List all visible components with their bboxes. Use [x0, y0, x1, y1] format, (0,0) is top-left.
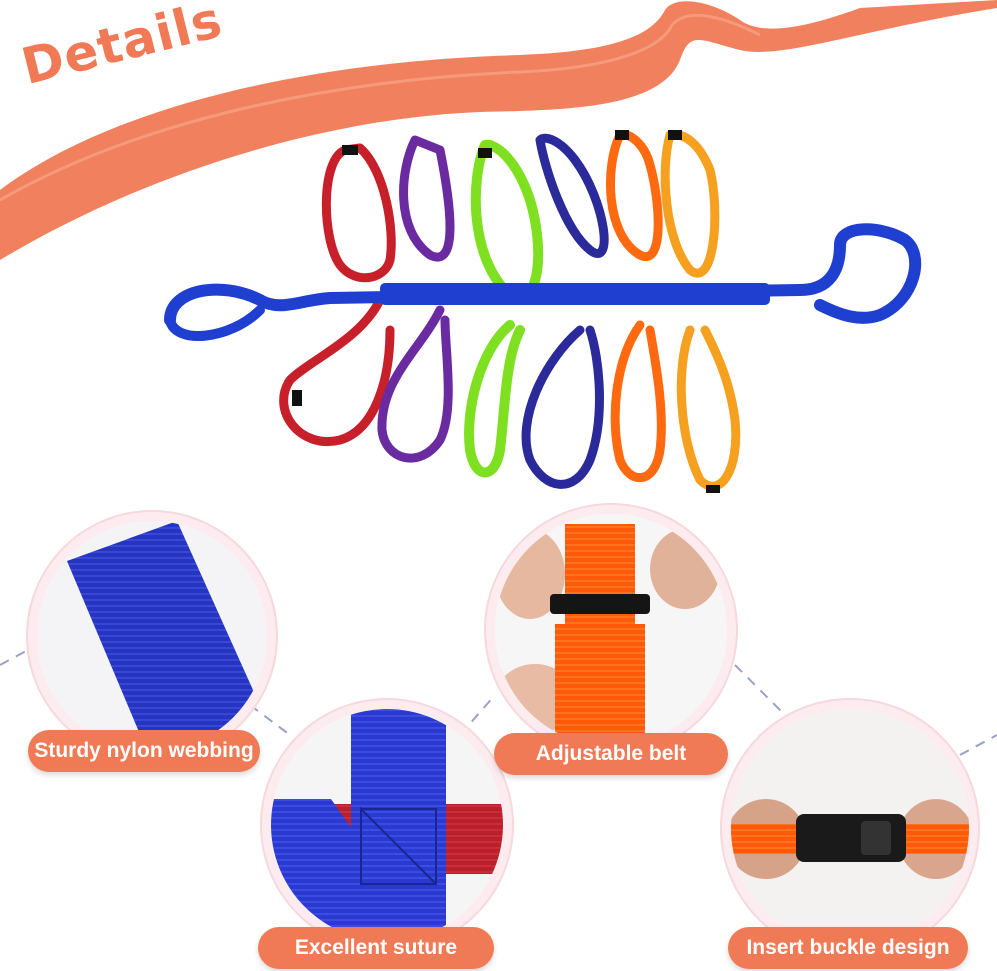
- buckle-photo: [722, 700, 978, 956]
- feature-label-nylon-webbing: Sturdy nylon webbing: [28, 730, 260, 772]
- adjustable-belt-photo: [486, 505, 736, 755]
- nylon-webbing-photo: [28, 512, 276, 760]
- suture-photo: [262, 700, 512, 950]
- feature-label-excellent-suture: Excellent suture: [258, 927, 494, 969]
- feature-label-insert-buckle: Insert buckle design: [728, 927, 968, 969]
- feature-label-adjustable-belt: Adjustable belt: [494, 733, 728, 775]
